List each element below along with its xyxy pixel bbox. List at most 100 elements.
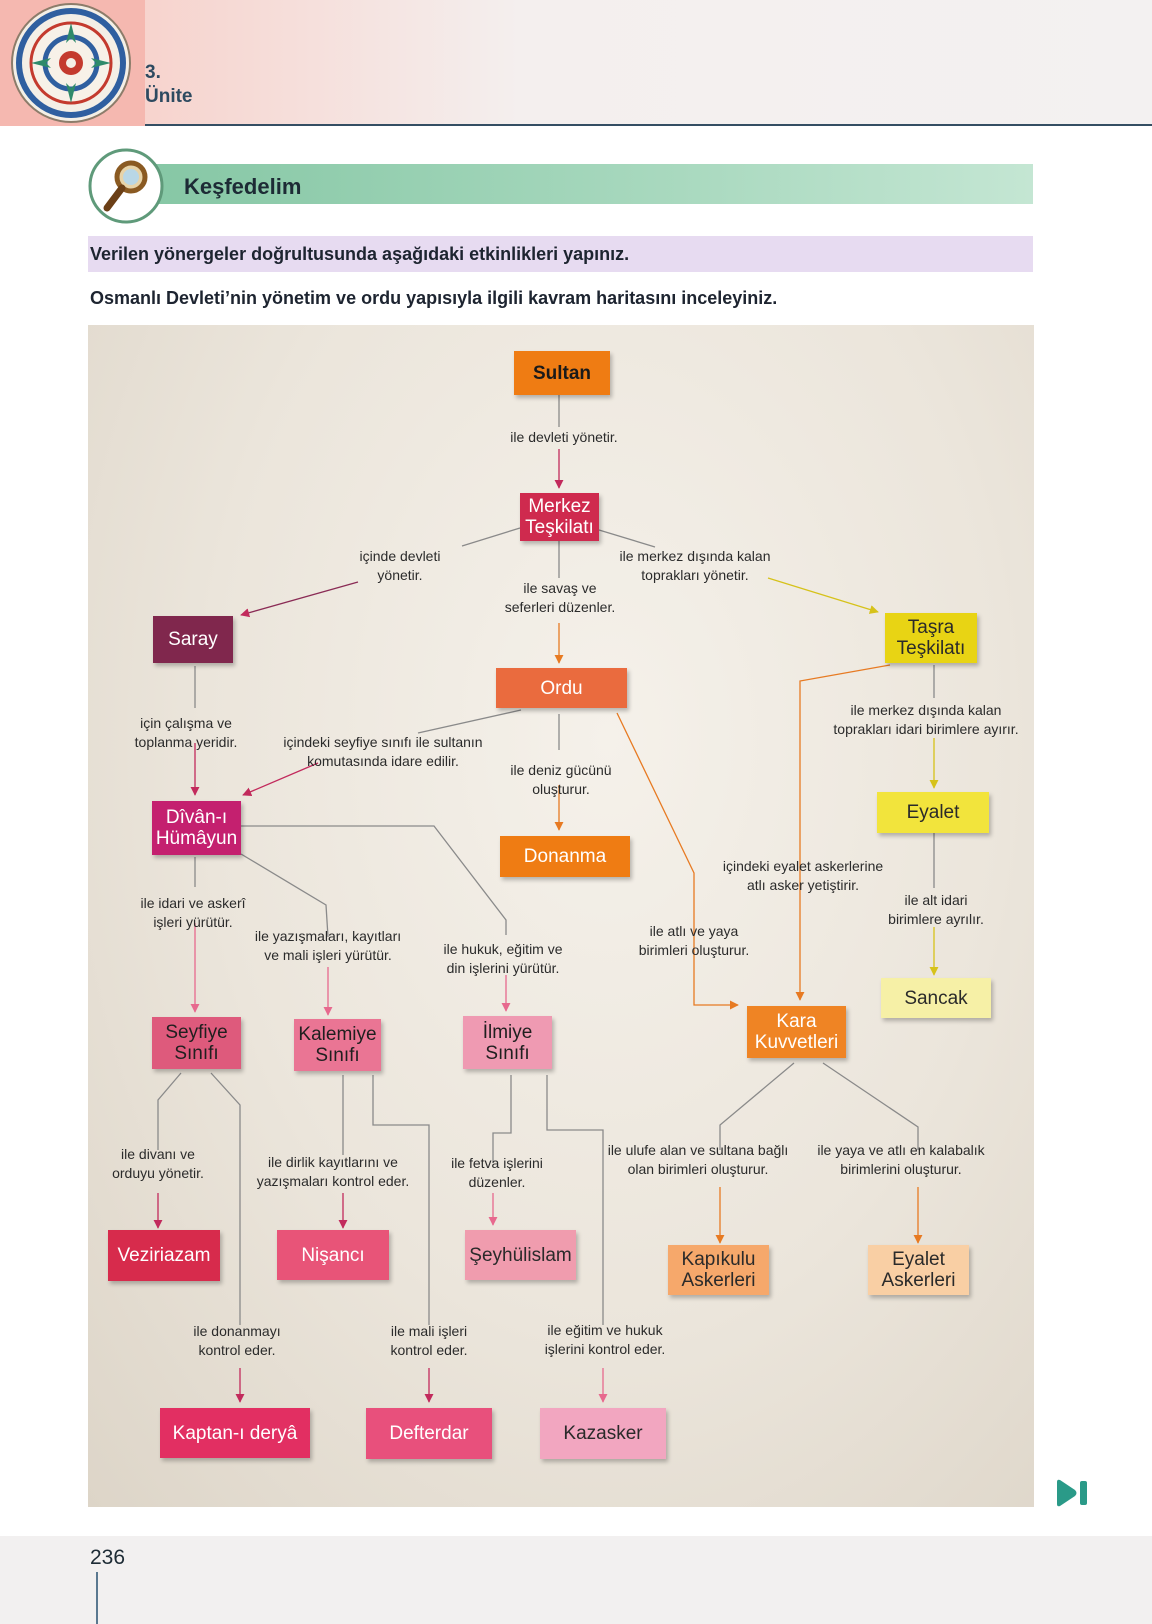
node-sultan: Sultan [514, 351, 610, 395]
next-page-icon[interactable] [1055, 1479, 1089, 1507]
edge-text: için çalışma ve [140, 715, 232, 731]
edge-text: ile idari ve askerî [140, 895, 246, 911]
node-nisanci-label: Nişancı [301, 1244, 365, 1266]
edge-label-merkez-saray: içinde devleti yönetir. [360, 547, 441, 585]
ornamental-plate-icon [11, 3, 131, 123]
node-kara-line1: Kara [776, 1011, 817, 1032]
edge-text: din işlerini yürütür. [446, 960, 560, 976]
node-veziriazam-label: Veziriazam [117, 1245, 211, 1266]
node-donanma-label: Donanma [523, 846, 607, 867]
edge-text: oluşturur. [532, 781, 590, 797]
edge-label-seyfiye-veziriazam: ile divanı ve orduyu yönetir. [112, 1145, 204, 1183]
node-kazasker: Kazasker [540, 1408, 666, 1459]
edge-text: yazışmaları kontrol eder. [256, 1173, 410, 1189]
node-kapikulu-line2: Askerleri [681, 1270, 756, 1291]
node-seyfiye: Seyfiye Sınıfı [152, 1017, 241, 1069]
edge-label-kara-eyalet-askerleri: ile yaya ve atlı en kalabalık birimlerini… [817, 1141, 984, 1179]
node-eyalet-askerleri-line1: Eyalet [892, 1249, 945, 1270]
page-rule [96, 1572, 98, 1624]
node-tasra-teskilati: Taşra Teşkilatı [885, 613, 977, 663]
edge-text: birimleri oluşturur. [638, 942, 750, 958]
instruction-text: Verilen yönergeler doğrultusunda aşağıda… [90, 244, 630, 264]
node-divan-line2: Hümâyun [155, 828, 238, 849]
node-divan-line1: Dîvân-ı [165, 807, 228, 828]
edge-text: ile yaya ve atlı en kalabalık [817, 1142, 985, 1158]
node-sultan-label: Sultan [532, 362, 592, 384]
unit-label: Ünite [145, 86, 193, 107]
connector-lines [153, 395, 939, 1403]
page-number: 236 [90, 1546, 126, 1569]
node-seyfiye-line1: Seyfiye [165, 1022, 228, 1043]
node-ordu-label: Ordu [540, 677, 583, 699]
node-sancak-label: Sancak [904, 987, 968, 1009]
node-saray-label: Saray [168, 629, 218, 650]
node-seyhulislam: Şeyhülislam [465, 1230, 576, 1280]
edge-text: orduyu yönetir. [112, 1165, 204, 1181]
node-sancak: Sancak [881, 978, 991, 1018]
edge-label-divan-ilmiye: ile hukuk, eğitim ve din işlerini yürütür… [443, 940, 562, 978]
edge-text: ile hukuk, eğitim ve [443, 941, 563, 957]
edge-label-ordu-donanma: ile deniz gücünü oluşturur. [510, 761, 611, 799]
section-title: Keşfedelim [184, 174, 302, 199]
unit-number: 3. [145, 62, 161, 83]
node-kapikulu-askerleri: Kapıkulu Askerleri [668, 1245, 769, 1295]
header-divider [145, 124, 1152, 126]
node-merkez-line2: Teşkilatı [525, 517, 594, 538]
node-merkez-teskilati: Merkez Teşkilatı [520, 493, 599, 541]
edge-text: ile savaş ve [523, 580, 597, 596]
node-ordu: Ordu [496, 668, 627, 708]
node-eyalet-askerleri: Eyalet Askerleri [868, 1245, 969, 1295]
node-kaptan-derya: Kaptan-ı deryâ [160, 1408, 310, 1458]
edge-label-sultan-merkez: ile devleti yönetir. [510, 428, 617, 447]
section-title-bar [150, 164, 1033, 204]
edge-text: kontrol eder. [198, 1342, 276, 1358]
node-kara-line2: Kuvvetleri [754, 1032, 839, 1053]
edge-text: ile alt idari [904, 892, 968, 908]
edge-text: içinde devleti [359, 548, 441, 564]
edge-text: ile merkez dışında kalan [619, 548, 771, 564]
node-kazasker-label: Kazasker [563, 1423, 643, 1444]
edge-text: ile atlı ve yaya [649, 923, 739, 939]
edge-text: ve mali işleri yürütür. [264, 947, 392, 963]
edge-text: ile deniz gücünü [510, 762, 612, 778]
node-ilmiye: İlmiye Sınıfı [463, 1016, 552, 1069]
edge-text: birimlerini oluşturur. [840, 1161, 962, 1177]
edge-text: ile donanmayı [193, 1323, 281, 1339]
prompt-text: Osmanlı Devleti’nin yönetim ve ordu yapı… [90, 288, 778, 308]
node-kalemiye: Kalemiye Sınıfı [294, 1019, 381, 1071]
node-ilmiye-line2: Sınıfı [485, 1042, 530, 1064]
node-defterdar: Defterdar [366, 1408, 492, 1459]
node-eyalet-askerleri-line2: Askerleri [881, 1270, 956, 1291]
edge-label-ordu-divan: içindeki seyfiye sınıfı ile sultanın komu… [283, 733, 482, 771]
node-seyfiye-line2: Sınıfı [174, 1043, 219, 1064]
edge-text: yönetir. [377, 567, 423, 583]
concept-map-area: Sultan Merkez Teşkilatı Saray Taşra Teşk… [88, 325, 1034, 1507]
edge-text: olan birimleri oluşturur. [627, 1161, 769, 1177]
edge-text: ile devleti yönetir. [510, 429, 618, 445]
node-kaptan-label: Kaptan-ı deryâ [172, 1422, 298, 1444]
edge-label-seyfiye-kaptan: ile donanmayı kontrol eder. [193, 1322, 280, 1360]
edge-text: ile divanı ve [121, 1146, 195, 1162]
edge-text: içindeki seyfiye sınıfı ile sultanın [283, 734, 483, 750]
node-eyalet: Eyalet [877, 792, 989, 833]
node-saray: Saray [153, 616, 233, 663]
edge-text: komutasında idare edilir. [307, 753, 459, 769]
node-veziriazam: Veziriazam [108, 1230, 220, 1281]
edge-text: kontrol eder. [390, 1342, 468, 1358]
node-ilmiye-line1: İlmiye [482, 1021, 533, 1043]
header-band [0, 0, 1152, 124]
node-defterdar-label: Defterdar [389, 1423, 469, 1444]
node-kalemiye-line1: Kalemiye [298, 1024, 377, 1045]
node-donanma: Donanma [500, 836, 630, 877]
edge-text: ile fetva işlerini [451, 1155, 543, 1171]
